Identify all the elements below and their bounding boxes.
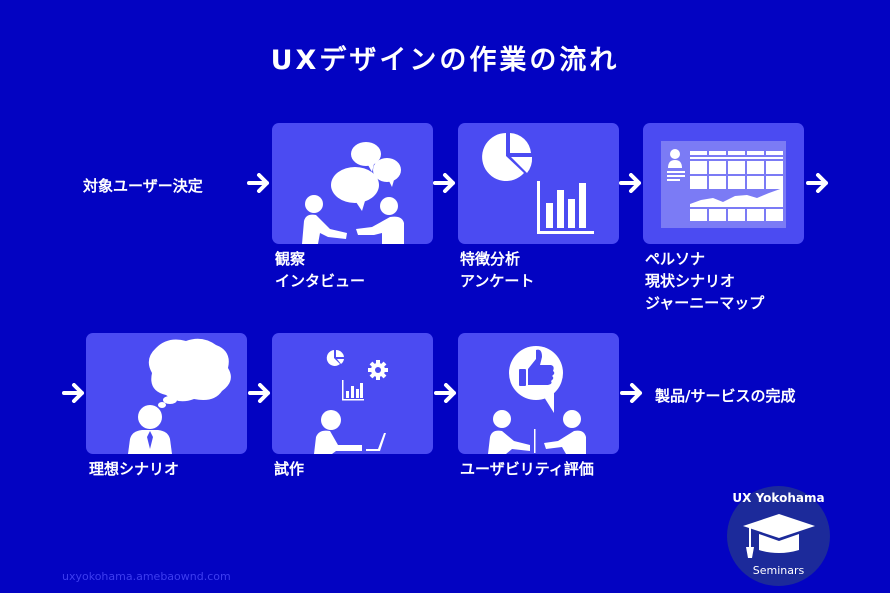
step-line: 試作 (274, 460, 305, 478)
step-card-ideal-scenario (86, 333, 247, 454)
arrow-right-icon (433, 173, 455, 193)
usability-test-icon (488, 346, 586, 454)
step-card-usability-test (458, 333, 619, 454)
start-label: 対象ユーザー決定 (83, 177, 203, 195)
arrow-right-icon (247, 173, 269, 193)
arrow-right-icon (434, 383, 456, 403)
ux-yokohama-logo: UX Yokohama Seminars (727, 486, 830, 586)
step-line: インタビュー (275, 272, 366, 290)
step-card-journey-map (643, 123, 804, 244)
arrow-right-icon (620, 383, 642, 403)
analysis-charts-icon (482, 133, 594, 234)
step-line: 観察 (275, 250, 306, 268)
step-card-interview (272, 123, 433, 244)
step-label-usability-test: ユーザビリティ評価 (460, 458, 594, 480)
step-label-prototype: 試作 (274, 458, 304, 480)
interview-icon (302, 142, 404, 244)
arrow-right-icon (62, 383, 84, 403)
end-label: 製品/サービスの完成 (655, 387, 796, 405)
step-label-journey-map: ペルソナ 現状シナリオ ジャーニーマップ (645, 248, 764, 314)
logo-title: UX Yokohama (732, 491, 825, 505)
step-label-interview: 観察 インタビュー (275, 248, 365, 292)
arrow-right-icon (806, 173, 828, 193)
arrow-right-icon (248, 383, 270, 403)
step-line: 理想シナリオ (89, 460, 180, 478)
prototype-icon (314, 349, 388, 454)
footer-url: uxyokohama.amebaownd.com (62, 570, 231, 583)
step-line: ジャーニーマップ (645, 294, 765, 312)
step-line: アンケート (460, 272, 535, 290)
step-line: ユーザビリティ評価 (460, 460, 594, 478)
graduation-cap-icon (743, 514, 815, 558)
logo-subtitle: Seminars (752, 564, 805, 577)
journey-map-icon (661, 141, 786, 228)
page-title: UXデザインの作業の流れ (270, 45, 620, 76)
step-line: ペルソナ (645, 250, 706, 268)
step-line: 特徴分析 (460, 250, 521, 268)
step-label-ideal-scenario: 理想シナリオ (89, 458, 179, 480)
arrow-right-icon (619, 173, 641, 193)
step-label-analysis: 特徴分析 アンケート (460, 248, 534, 292)
ideal-scenario-icon (128, 338, 231, 454)
step-card-prototype (272, 333, 433, 454)
step-line: 現状シナリオ (645, 272, 736, 290)
step-card-analysis (458, 123, 619, 244)
